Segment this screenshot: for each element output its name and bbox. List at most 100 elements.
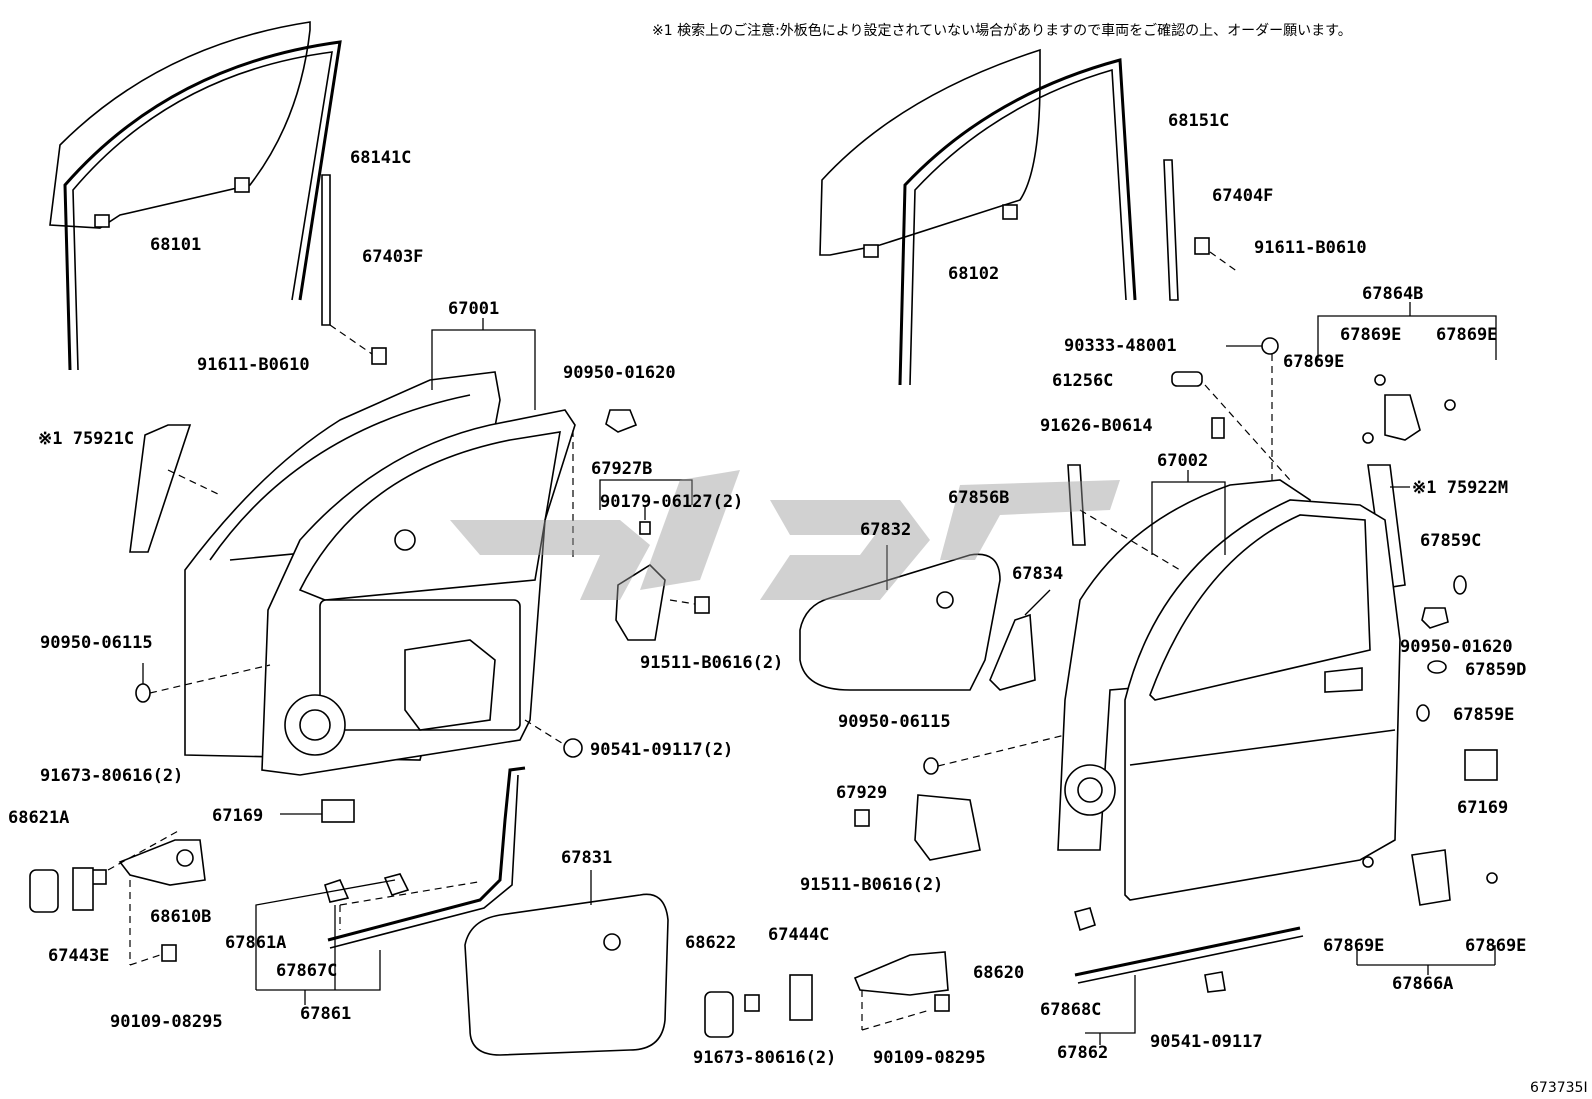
label-67834: 67834 (1012, 564, 1063, 584)
label-67864b: 67864B (1362, 284, 1423, 304)
label-75922m: ※1 75922M (1412, 478, 1508, 498)
left-bolt-91511 (694, 596, 710, 614)
left-bolt-91611 (329, 324, 387, 365)
right-cover-61256c (1171, 371, 1203, 387)
label-68102: 68102 (948, 264, 999, 284)
label-67867c: 67867C (276, 961, 337, 981)
right-glass-run-channel (898, 58, 1137, 386)
label-90333: 90333-48001 (1064, 336, 1177, 356)
left-door-glass (49, 21, 311, 229)
right-door-glass (819, 48, 1041, 258)
right-bolt-91511 (854, 809, 870, 827)
left-stopper-68621a (29, 869, 59, 913)
label-67869e-2: 67869E (1436, 325, 1497, 345)
left-clip-90950 (605, 409, 638, 433)
left-glass-run-channel (63, 40, 342, 371)
label-91626: 91626-B0614 (1040, 416, 1153, 436)
left-clip-67861a (383, 873, 410, 896)
right-trim-67856b (1067, 464, 1086, 546)
label-67856b: 67856B (948, 488, 1009, 508)
right-door-lock (1384, 394, 1421, 441)
label-67169-left: 67169 (212, 806, 263, 826)
right-outer-door (1124, 499, 1401, 901)
label-67859d: 67859D (1465, 660, 1526, 680)
left-division-bar (321, 174, 331, 326)
label-90109-left: 90109-08295 (110, 1012, 223, 1032)
right-bracket-67444c (789, 974, 813, 1021)
left-weatherstrip-75921c (129, 424, 192, 553)
label-68610b: 68610B (150, 907, 211, 927)
label-67869e-1: 67869E (1340, 325, 1401, 345)
label-91673-left: 91673-80616(2) (40, 766, 183, 786)
label-91511-right: 91511-B0616(2) (800, 875, 943, 895)
right-stopper-68622 (704, 991, 734, 1038)
label-68101: 68101 (150, 235, 201, 255)
left-service-cover (464, 893, 669, 1056)
label-90109-right: 90109-08295 (873, 1048, 986, 1068)
right-service-cover (799, 553, 1001, 691)
label-67868c: 67868C (1040, 1000, 1101, 1020)
left-bolt-91673 (91, 869, 107, 885)
label-67859e: 67859E (1453, 705, 1514, 725)
label-67169-right: 67169 (1457, 798, 1508, 818)
screw-67869e-d (1362, 856, 1374, 868)
label-67927b: 67927B (591, 459, 652, 479)
label-67002: 67002 (1157, 451, 1208, 471)
left-grommet (135, 683, 151, 703)
screw-67869e-b (1444, 399, 1456, 411)
right-bolt-91673 (744, 994, 760, 1012)
label-67869e-3: 67869E (1283, 352, 1344, 372)
label-68141c: 68141C (350, 148, 411, 168)
label-67831: 67831 (561, 848, 612, 868)
right-plug-90333 (1261, 337, 1279, 355)
left-bolt-90109 (161, 944, 177, 962)
label-67443e: 67443E (48, 946, 109, 966)
label-90950-06115-right: 90950-06115 (838, 712, 951, 732)
right-hinge (853, 951, 949, 996)
screw-67869e-c (1362, 432, 1374, 444)
label-90541-left: 90541-09117(2) (590, 740, 733, 760)
left-clip-90541 (563, 738, 583, 758)
right-grommet-90950-06115 (923, 757, 939, 775)
label-90950-01620-right: 90950-01620 (1400, 637, 1513, 657)
label-67001: 67001 (448, 299, 499, 319)
label-90950-01620-left: 90950-01620 (563, 363, 676, 383)
left-inner-door (261, 409, 576, 776)
label-67403f: 67403F (362, 247, 423, 267)
screw-67869e-e (1486, 872, 1498, 884)
label-91611-left: 91611-B0610 (197, 355, 310, 375)
label-75921c: ※1 75921C (38, 429, 134, 449)
label-67862: 67862 (1057, 1043, 1108, 1063)
label-68621a: 68621A (8, 808, 69, 828)
label-68620: 68620 (973, 963, 1024, 983)
label-91673-right: 91673-80616(2) (693, 1048, 836, 1068)
right-bolt-91626 (1211, 417, 1225, 439)
right-grommet-67859e (1416, 704, 1430, 722)
label-91511-left: 91511-B0616(2) (640, 653, 783, 673)
right-bolt-91611 (1194, 237, 1210, 255)
right-door-seal (1074, 926, 1304, 984)
label-68151c: 68151C (1168, 111, 1229, 131)
label-67859c: 67859C (1420, 531, 1481, 551)
label-90179: 90179-06127(2) (600, 492, 743, 512)
screw-67869e-a (1374, 374, 1386, 386)
left-pad-67169 (321, 799, 355, 823)
label-67444c: 67444C (768, 925, 829, 945)
label-61256c: 61256C (1052, 371, 1113, 391)
right-clip-90950-01620 (1421, 607, 1449, 629)
right-grommet-67859d (1427, 660, 1447, 674)
watermark-logo (450, 470, 1120, 600)
label-67861a: 67861A (225, 933, 286, 953)
label-67929: 67929 (836, 783, 887, 803)
label-91611-right: 91611-B0610 (1254, 238, 1367, 258)
label-90541-right: 90541-09117 (1150, 1032, 1263, 1052)
label-67869e-4: 67869E (1323, 936, 1384, 956)
label-67832: 67832 (860, 520, 911, 540)
label-68622: 68622 (685, 933, 736, 953)
label-67404f: 67404F (1212, 186, 1273, 206)
right-clip-67868c (1074, 907, 1096, 932)
reference-id: 673735I (1530, 1080, 1588, 1096)
header-note: ※1 検索上のご注意:外板色により設定されていない場合がありますので車両をご確認… (652, 22, 1352, 39)
left-door-seal (327, 766, 526, 949)
